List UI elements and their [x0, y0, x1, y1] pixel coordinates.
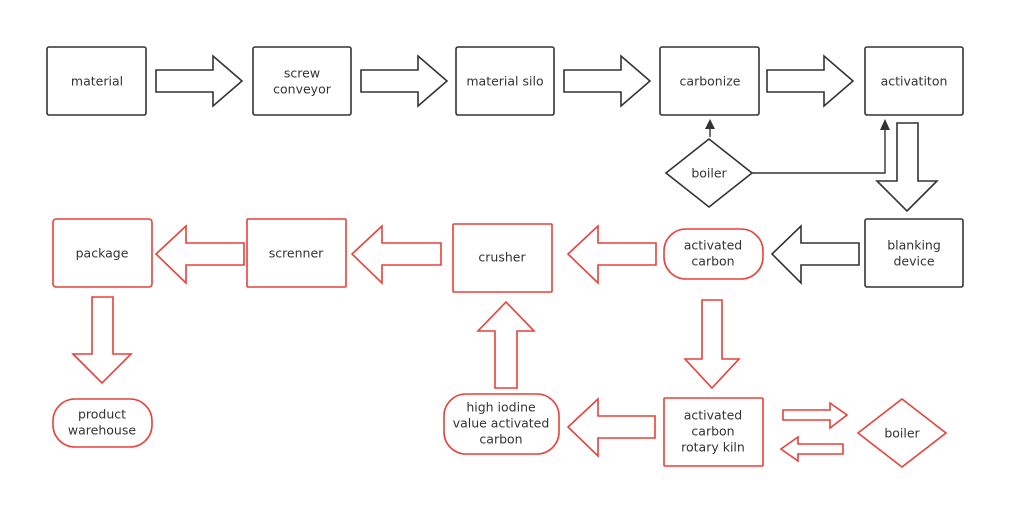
- node-blanking-device-label-2: device: [893, 254, 934, 269]
- node-material-silo: material silo: [455, 46, 555, 116]
- node-boiler-bottom: boiler: [856, 397, 948, 469]
- boiler-to-carbonize-arrowhead: [705, 119, 715, 129]
- arrow-kiln-to-boiler: [782, 401, 849, 430]
- node-screnner: screnner: [246, 218, 347, 288]
- node-crusher-label: crusher: [478, 250, 526, 265]
- node-screw-conveyor: screw conveyor: [252, 46, 352, 116]
- node-material-silo-label: material silo: [466, 74, 543, 89]
- node-material: material: [46, 46, 147, 116]
- node-material-label: material: [71, 74, 123, 89]
- arrow-blanking-to-activated-carbon: [770, 224, 860, 285]
- node-screw-conveyor-label-2: conveyor: [273, 82, 332, 97]
- node-crusher: crusher: [452, 223, 553, 293]
- node-boiler-bottom-label: boiler: [884, 426, 920, 441]
- node-blanking-device-label-1: blanking: [887, 238, 941, 253]
- arrow-crusher-to-screnner: [350, 224, 442, 285]
- node-rotary-kiln-label-3: rotary kiln: [681, 440, 745, 455]
- node-screw-conveyor-label-1: screw: [284, 66, 320, 81]
- node-boiler-top-label: boiler: [691, 166, 727, 181]
- arrow-activation-to-blanking: [875, 122, 939, 213]
- node-carbonize: carbonize: [659, 46, 760, 116]
- node-package: package: [52, 218, 153, 288]
- node-carbonize-label: carbonize: [680, 74, 741, 89]
- arrow-silo-to-carbonize: [563, 54, 652, 108]
- boiler-to-activation-line: [752, 129, 886, 174]
- node-activated-carbon-label-1: activated: [684, 238, 743, 253]
- node-high-iodine-carbon: high iodine value activated carbon: [443, 393, 560, 455]
- node-high-iodine-label-1: high iodine: [466, 400, 536, 415]
- node-product-warehouse-label-1: product: [78, 407, 126, 422]
- node-package-label: package: [76, 246, 129, 261]
- arrow-carbonize-to-activation: [766, 54, 855, 108]
- node-product-warehouse: product warehouse: [52, 398, 153, 448]
- node-product-warehouse-label-2: warehouse: [68, 423, 136, 438]
- arrow-activated-carbon-to-kiln: [683, 299, 741, 390]
- node-boiler-top: boiler: [664, 137, 754, 209]
- arrow-activated-carbon-to-crusher: [566, 224, 657, 285]
- node-activated-carbon: activated carbon: [663, 228, 764, 280]
- node-rotary-kiln-label-1: activated: [684, 408, 743, 423]
- node-blanking-device: blanking device: [864, 218, 964, 288]
- arrow-boiler-to-kiln: [779, 435, 844, 463]
- arrow-material-to-screw-conveyor: [155, 54, 244, 108]
- node-screnner-label: screnner: [269, 246, 324, 261]
- arrow-screw-conveyor-to-silo: [360, 54, 449, 108]
- node-rotary-kiln-label-2: carbon: [691, 424, 734, 439]
- node-activation: activatiton: [864, 46, 964, 116]
- arrow-kiln-to-high-iodine: [566, 397, 656, 458]
- node-rotary-kiln: activated carbon rotary kiln: [663, 397, 764, 467]
- node-high-iodine-label-2: value activated: [453, 416, 550, 431]
- node-high-iodine-label-3: carbon: [479, 432, 522, 447]
- node-activation-label: activatiton: [881, 74, 948, 89]
- arrow-high-iodine-to-crusher: [476, 300, 536, 389]
- boiler-to-activation-arrowhead: [880, 119, 890, 130]
- node-activated-carbon-label-2: carbon: [691, 254, 734, 269]
- arrow-package-to-warehouse: [71, 296, 133, 385]
- arrow-screnner-to-package: [154, 224, 245, 285]
